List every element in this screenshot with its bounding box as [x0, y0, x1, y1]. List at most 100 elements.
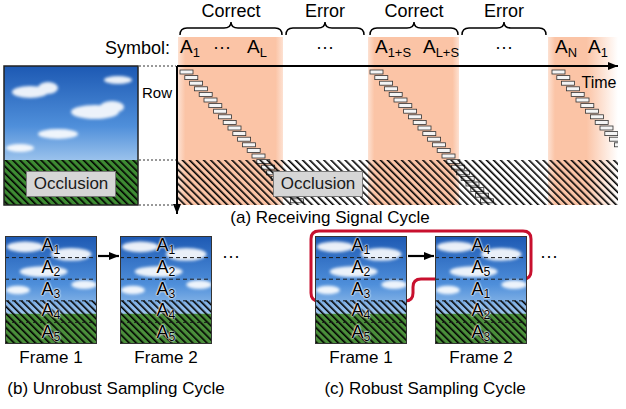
- frame-label: Frame 1: [19, 349, 82, 366]
- row-readout-step: [204, 98, 217, 102]
- symbol-letter: A: [42, 279, 54, 299]
- symbol-letter: A: [472, 300, 484, 320]
- row-readout-step: [247, 148, 260, 152]
- symbol-subscript: 4: [484, 244, 491, 258]
- frame-label: Frame 2: [134, 349, 197, 366]
- ellipsis: ···: [316, 38, 334, 56]
- row-readout-step: [384, 87, 397, 91]
- row-readout-step: [552, 70, 565, 74]
- row-readout-step: [566, 87, 579, 91]
- row-readout-step: [199, 92, 212, 96]
- symbol-subscript: 1: [169, 244, 176, 258]
- symbol-subscript: 1: [54, 244, 61, 258]
- camera-frame: A1A2A3A4A5Frame 1: [5, 236, 97, 344]
- row-readout-step: [576, 98, 589, 102]
- row-readout-step: [238, 137, 251, 141]
- frame-cloud: [436, 286, 460, 295]
- photo-ground: [4, 160, 138, 205]
- photo-occlusion-hatch: [4, 160, 138, 205]
- symbol-letter: A: [157, 257, 169, 277]
- symbol-letter: A: [352, 279, 364, 299]
- row-readout-step: [442, 154, 455, 158]
- symbol-letter: A: [588, 36, 601, 57]
- sub-caption: (b) Unrobust Sampling Cycle: [7, 380, 224, 397]
- row-readout-step: [194, 87, 207, 91]
- symbol-letter: A: [375, 36, 388, 57]
- row-readout-step: [557, 76, 570, 80]
- brace: [286, 22, 364, 35]
- row-readout-step: [610, 137, 618, 141]
- sub-caption: (a) Receiving Signal Cycle: [230, 209, 429, 226]
- row-readout-step: [404, 109, 417, 113]
- symbol-subscript: 1: [484, 287, 491, 301]
- row-symbol: A2: [352, 258, 371, 279]
- row-readout-step: [586, 109, 599, 113]
- row-readout-step: [223, 120, 236, 124]
- row-readout-step: [581, 104, 594, 108]
- symbol-letter: A: [352, 322, 364, 342]
- row-symbol: A1: [157, 236, 176, 257]
- row-symbol: A1: [42, 236, 61, 257]
- row-readout-step: [571, 92, 584, 96]
- row-symbol: A1: [352, 236, 371, 257]
- frame-occlusion-hatch: [315, 301, 407, 344]
- symbol-label: AN: [555, 37, 577, 60]
- frame-cloud: [317, 241, 354, 252]
- row-readout-step: [590, 115, 603, 119]
- row-readout-step: [432, 143, 445, 147]
- brace-label: Correct: [384, 2, 443, 20]
- row-readout-step: [394, 98, 407, 102]
- guide-line: [139, 66, 176, 67]
- row-readout-step: [428, 137, 441, 141]
- row-readout-step: [180, 70, 193, 74]
- time-axis: [177, 65, 618, 67]
- frame-cloud: [7, 241, 44, 252]
- ellipsis: ···: [540, 247, 558, 265]
- photo-clouds: [6, 76, 132, 152]
- symbol-letter: A: [472, 257, 484, 277]
- symbol-letter: A: [472, 279, 484, 299]
- symbol-subscript: 2: [54, 265, 61, 279]
- cloud: [6, 144, 34, 152]
- symbol-letter: A: [42, 322, 54, 342]
- row-readout-step: [418, 126, 431, 130]
- symbol-subscript: 1: [364, 244, 371, 258]
- symbol-subscript: 2: [364, 265, 371, 279]
- row-symbol: A5: [42, 323, 61, 344]
- symbol-subscript: L: [260, 44, 267, 59]
- row-readout-step: [233, 132, 246, 136]
- symbol-subscript: 5: [169, 330, 176, 344]
- frame-cloud: [186, 280, 212, 289]
- symbol-label: AL+S: [423, 37, 459, 60]
- cloud: [38, 129, 78, 139]
- ellipsis: ···: [222, 247, 240, 265]
- row-readout-step: [399, 104, 412, 108]
- occlusion-hatch: [177, 160, 618, 205]
- frame-cloud: [122, 241, 159, 252]
- symbol-label: A1: [180, 37, 200, 60]
- cloud: [38, 82, 58, 94]
- row-readout-step: [190, 81, 203, 85]
- cloud: [104, 76, 132, 84]
- frame-cloud: [381, 280, 407, 289]
- row-readout-step: [209, 104, 222, 108]
- row-symbol: A4: [352, 301, 371, 322]
- symbol-letter: A: [157, 300, 169, 320]
- brace-label: Error: [305, 2, 345, 20]
- symbol-letter: A: [42, 235, 54, 255]
- row-readout-step: [562, 81, 575, 85]
- cloud: [100, 101, 124, 113]
- symbol-subscript: 5: [484, 265, 491, 279]
- guide-line: [139, 205, 176, 206]
- row-readout-step: [595, 120, 608, 124]
- row-readout-step: [408, 115, 421, 119]
- symbol-letter: A: [157, 235, 169, 255]
- frame-cloud: [316, 286, 340, 295]
- frame-label: Frame 2: [449, 349, 512, 366]
- row-readout-step: [413, 120, 426, 124]
- brace: [180, 22, 282, 35]
